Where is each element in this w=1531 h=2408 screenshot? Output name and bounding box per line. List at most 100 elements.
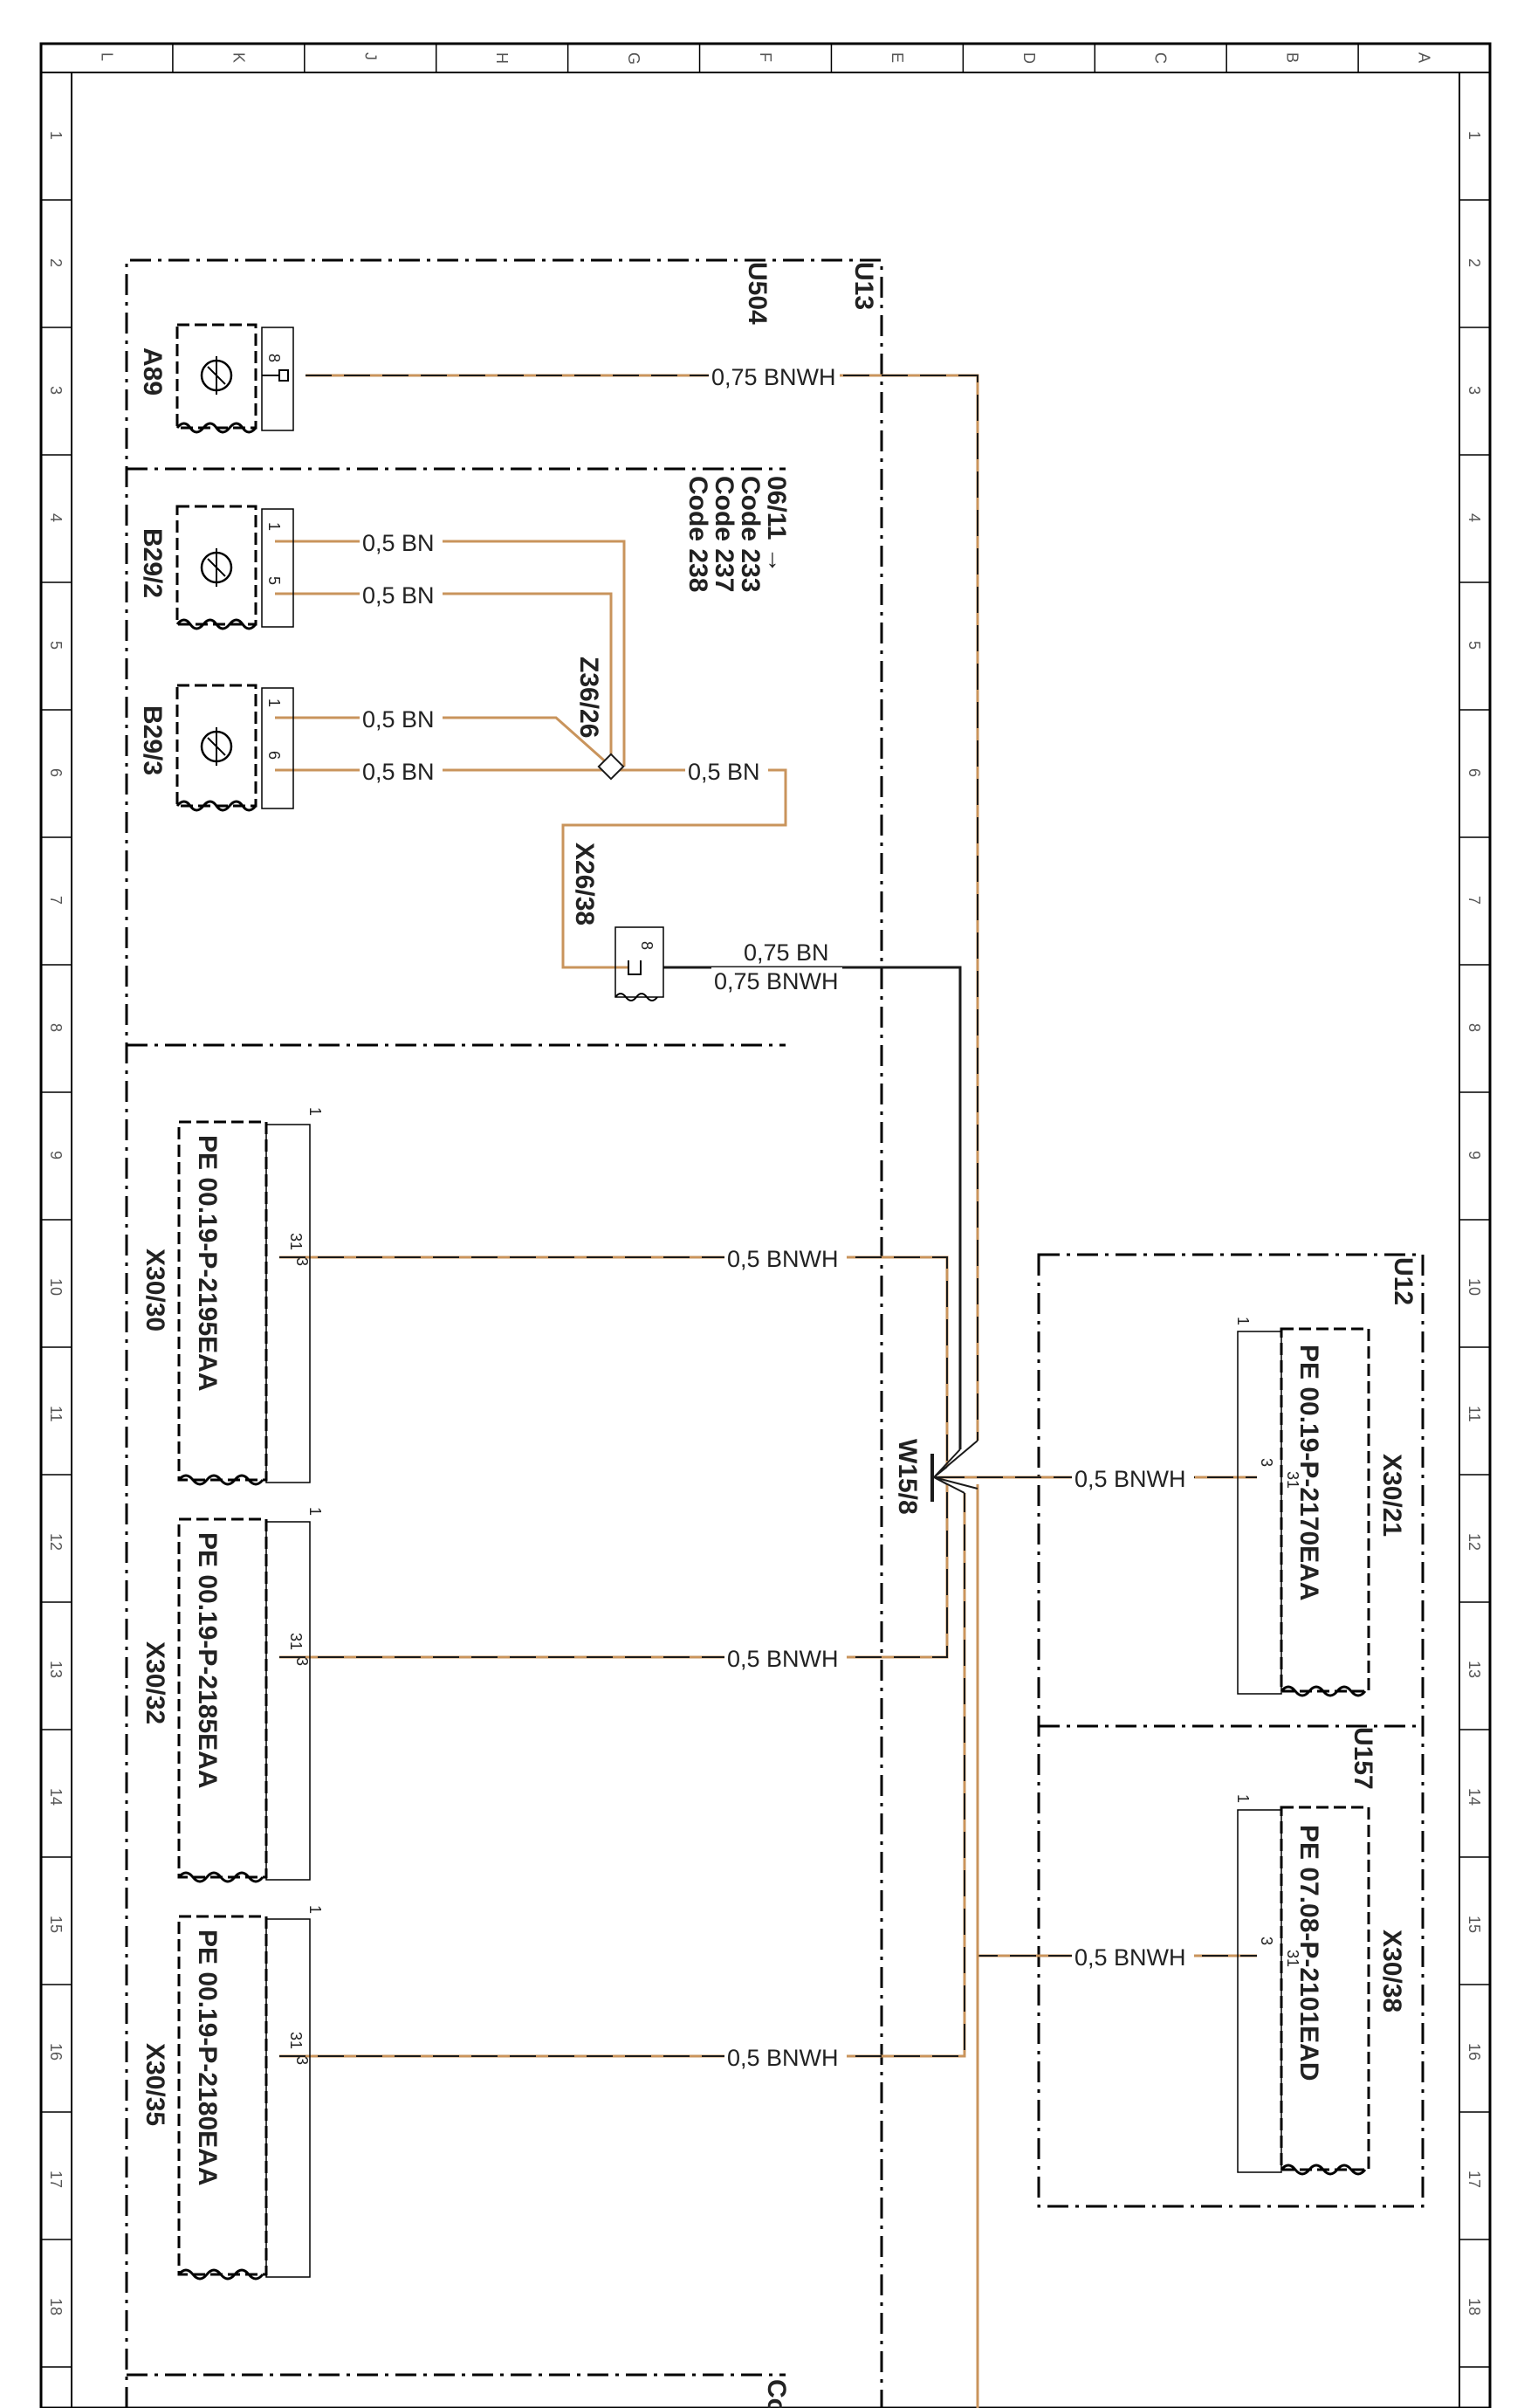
wires xyxy=(275,374,1257,2408)
sensor-b29-2: 1 5 xyxy=(175,505,294,630)
row-label-right: 5 xyxy=(1466,641,1483,650)
svg-text:8: 8 xyxy=(265,354,283,362)
row-label-left: 12 xyxy=(47,1533,65,1551)
svg-text:0,75 BN: 0,75 BN xyxy=(744,939,829,966)
row-label-left: 3 xyxy=(47,386,65,395)
svg-text:0,75 BNWH: 0,75 BNWH xyxy=(714,968,839,994)
row-label-left: 11 xyxy=(47,1406,65,1422)
svg-text:0,5 BN: 0,5 BN xyxy=(688,759,760,785)
x26-38-label: X26/38 xyxy=(570,843,599,925)
svg-text:31: 31 xyxy=(1284,1950,1301,1967)
a89-label: A89 xyxy=(138,347,167,396)
splice-z36-26 xyxy=(597,753,625,781)
svg-text:Code 237: Code 237 xyxy=(710,476,738,592)
svg-text:1: 1 xyxy=(306,1507,324,1516)
x30-32-label: X30/32 xyxy=(141,1641,169,1724)
svg-text:1: 1 xyxy=(306,1107,324,1116)
column-label: J xyxy=(361,52,379,60)
row-label-right: 9 xyxy=(1466,1151,1483,1159)
svg-text:31: 31 xyxy=(287,1633,305,1650)
connector-x26-38: 8 xyxy=(614,926,664,1001)
row-label-right: 16 xyxy=(1466,2043,1483,2061)
row-label-right: 7 xyxy=(1466,896,1483,905)
svg-text:Code 233: Code 233 xyxy=(736,476,765,592)
column-label: K xyxy=(230,52,247,63)
svg-text:31: 31 xyxy=(1284,1471,1301,1489)
row-label-left: 2 xyxy=(47,258,65,267)
svg-text:0,5 BN: 0,5 BN xyxy=(362,759,435,785)
svg-text:1: 1 xyxy=(1234,1794,1252,1803)
wire-labels: 0,75 BNWH 0,5 BN 0,5 BN 0,5 BN 0,5 BN 0,… xyxy=(360,360,1194,2071)
svg-text:0,5 BN: 0,5 BN xyxy=(362,706,435,733)
row-label-left: 7 xyxy=(47,896,65,905)
row-label-right: 12 xyxy=(1466,1533,1483,1551)
row-label-right: 18 xyxy=(1466,2298,1483,2315)
svg-text:8: 8 xyxy=(638,941,656,950)
row-label-left: 4 xyxy=(47,513,65,522)
group-boxes xyxy=(125,258,1425,2408)
column-label: B xyxy=(1284,52,1301,63)
column-label: C xyxy=(1152,52,1170,64)
column-label: G xyxy=(625,52,642,65)
svg-text:0,5 BNWH: 0,5 BNWH xyxy=(727,1646,839,1672)
frame-outer xyxy=(39,42,1492,2408)
svg-text:0,5 BNWH: 0,5 BNWH xyxy=(1074,1466,1186,1492)
svg-text:31: 31 xyxy=(287,1233,305,1250)
b29-3-label: B29/3 xyxy=(138,705,167,775)
x30-21-label: X30/21 xyxy=(1377,1454,1406,1537)
x30-35-label: X30/35 xyxy=(141,2043,169,2126)
row-label-left: 10 xyxy=(47,1278,65,1296)
row-label-left: 16 xyxy=(47,2043,65,2061)
column-label: F xyxy=(757,52,774,62)
row-label-right: 1 xyxy=(1466,131,1483,140)
x30-30-label: X30/30 xyxy=(141,1249,169,1331)
column-label: L xyxy=(98,52,115,61)
row-label-right: 13 xyxy=(1466,1661,1483,1678)
z36-label: Z36/26 xyxy=(574,657,603,738)
group-label-u157: U157 xyxy=(1349,1727,1377,1790)
group-label-u12: U12 xyxy=(1389,1257,1418,1305)
svg-text:1: 1 xyxy=(265,698,283,707)
group-label-code-bottom: Cod xyxy=(762,2379,791,2408)
group-label-u13: U13 xyxy=(849,262,878,310)
row-label-right: 11 xyxy=(1466,1406,1483,1422)
sensor-b29-3: 1 6 xyxy=(175,684,294,812)
row-label-right: 17 xyxy=(1466,2171,1483,2188)
svg-text:5: 5 xyxy=(265,576,283,585)
code-note: 06/11 → Code 233 Code 237 Code 238 xyxy=(683,476,791,592)
x30-38-ref: PE 07.08-P-2101EAD xyxy=(1294,1825,1323,2081)
svg-text:3: 3 xyxy=(293,2056,311,2065)
svg-text:0,5 BN: 0,5 BN xyxy=(362,530,435,556)
x30-35-ref: PE 00.19-P-2180EAA xyxy=(193,1930,222,2186)
connector-x30-38: 1 3 31 xyxy=(1234,1794,1370,2176)
connector-x30-35: 1 31 3 xyxy=(177,1905,324,2281)
x30-21-ref: PE 00.19-P-2170EAA xyxy=(1294,1345,1323,1601)
row-label-left: 9 xyxy=(47,1151,65,1159)
x30-32-ref: PE 00.19-P-2185EAA xyxy=(193,1532,222,1789)
row-label-left: 5 xyxy=(47,641,65,650)
group-label-u504: U504 xyxy=(743,262,772,325)
column-label: H xyxy=(493,52,511,64)
connector-x30-32: 1 31 3 xyxy=(177,1507,324,1883)
row-label-right: 14 xyxy=(1466,1788,1483,1806)
column-label: D xyxy=(1020,52,1038,64)
row-label-left: 18 xyxy=(47,2298,65,2315)
row-label-left: 15 xyxy=(47,1916,65,1933)
svg-text:6: 6 xyxy=(265,751,283,760)
column-label: A xyxy=(1416,52,1433,63)
row-label-right: 3 xyxy=(1466,386,1483,395)
connector-x30-21: 1 3 31 xyxy=(1234,1317,1370,1697)
row-label-right: 4 xyxy=(1466,513,1483,522)
row-label-left: 17 xyxy=(47,2171,65,2188)
svg-text:0,5 BNWH: 0,5 BNWH xyxy=(727,1246,839,1272)
svg-text:1: 1 xyxy=(265,522,283,531)
splice-label: W15/8 xyxy=(893,1439,922,1515)
x30-38-label: X30/38 xyxy=(1377,1930,1406,2012)
row-label-left: 14 xyxy=(47,1788,65,1806)
b29-2-label: B29/2 xyxy=(138,528,167,598)
row-label-right: 6 xyxy=(1466,768,1483,777)
svg-text:3: 3 xyxy=(293,1257,311,1266)
